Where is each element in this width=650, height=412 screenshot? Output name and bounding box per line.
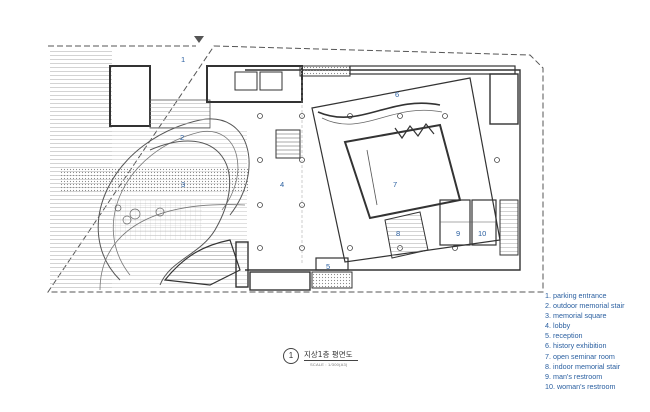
paving-strip <box>60 168 250 193</box>
legend-item: 3. memorial square <box>545 311 607 321</box>
drawing-title: 지상1층 평면도 <box>304 350 353 359</box>
room-label-10: 10 <box>478 229 486 238</box>
building-outline <box>245 69 521 271</box>
legend-item: 8. indoor memorial stair <box>545 361 621 371</box>
legend-item: 10. woman's restroom <box>545 381 616 391</box>
room-label-3: 3 <box>181 180 185 189</box>
room-label-2: 2 <box>180 133 184 142</box>
room-label-7: 7 <box>393 180 397 189</box>
legend-item: 2. outdoor memorial stair <box>545 301 625 311</box>
room-label-8: 8 <box>396 229 400 238</box>
legend-item: 9. man's restroom <box>545 371 603 381</box>
legend-item: 7. open seminar room <box>545 351 615 361</box>
legend-item: 1. parking entrance <box>545 291 607 300</box>
room-legend: 1. parking entrance 2. outdoor memorial … <box>545 291 625 392</box>
room-label-5: 5 <box>326 262 330 271</box>
legend-item: 5. reception <box>545 331 583 341</box>
room-label-1: 1 <box>181 55 185 64</box>
room-label-4: 4 <box>280 180 284 189</box>
legend-item: 4. lobby <box>545 321 571 331</box>
drawing-title-block: 1 지상1층 평면도 SCALE : 1/300(A3) <box>283 348 403 378</box>
drawing-number: 1 <box>283 348 299 364</box>
room-label-9: 9 <box>456 229 460 238</box>
room-label-6: 6 <box>395 90 399 99</box>
title-underline <box>304 360 358 361</box>
seminar-room <box>343 123 462 220</box>
north-arrow-icon <box>194 36 204 43</box>
drawing-scale: SCALE : 1/300(A3) <box>310 362 348 367</box>
legend-item: 6. history exhibition <box>545 341 607 351</box>
